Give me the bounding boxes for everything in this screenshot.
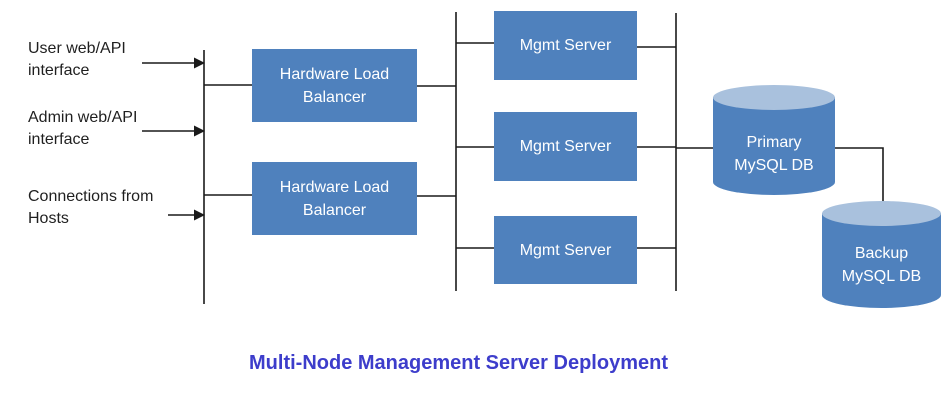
hardware-load-balancer-2: Hardware Load Balancer: [252, 162, 417, 235]
backup-mysql-db-cylinder: Backup MySQL DB: [822, 201, 941, 308]
backup-db-label: Backup MySQL DB: [841, 244, 922, 285]
primary-db-label: Primary MySQL DB: [734, 134, 814, 174]
label-connections-from-hosts: Connections from Hosts: [28, 188, 154, 227]
arrowhead-icon: [194, 57, 205, 69]
mgmt-server-3: Mgmt Server: [494, 216, 637, 284]
hardware-load-balancer-1: Hardware Load Balancer: [252, 49, 417, 122]
arrowhead-icon: [194, 209, 205, 221]
label-user-web-api-interface: User web/API interface: [28, 40, 126, 79]
cylinder-body: Backup MySQL DB: [822, 213, 941, 308]
mgmt-server-2: Mgmt Server: [494, 112, 637, 181]
diagram-title: Multi-Node Management Server Deployment: [249, 352, 668, 374]
label-admin-web-api-interface: Admin web/API interface: [28, 109, 138, 148]
cylinder-body: Primary MySQL DB: [713, 97, 835, 195]
connector-primary-to-backup-db: [835, 147, 884, 208]
cylinder-top-ellipse: [822, 201, 941, 226]
cylinder-top-ellipse: [713, 85, 835, 110]
arrowhead-icon: [194, 125, 205, 137]
mgmt-server-1: Mgmt Server: [494, 11, 637, 80]
primary-mysql-db-cylinder: Primary MySQL DB: [713, 85, 835, 195]
